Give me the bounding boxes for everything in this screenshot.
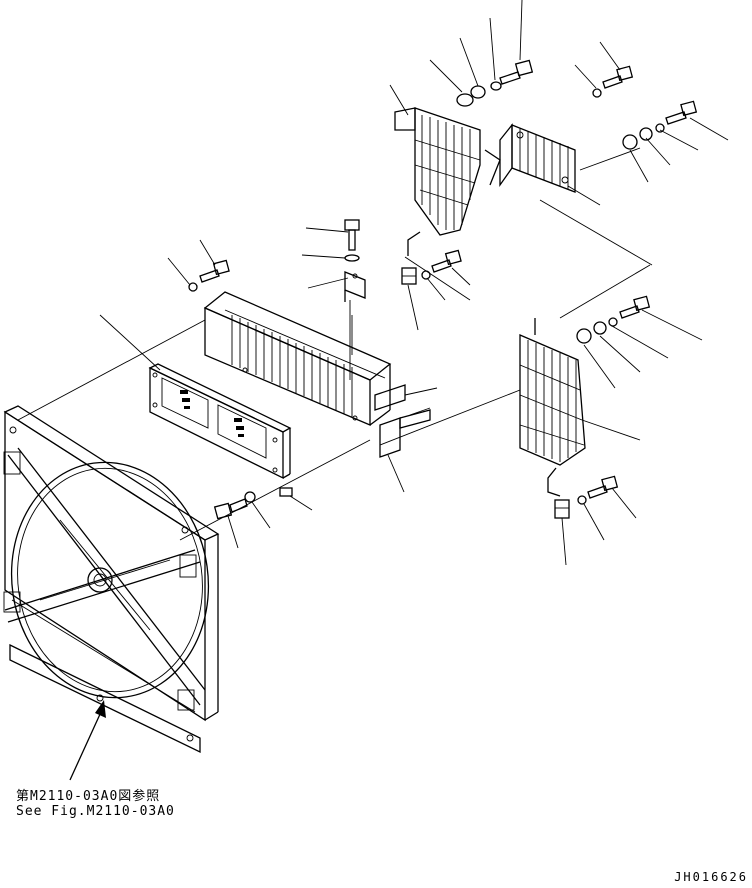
bolt-lower-center [213, 491, 256, 520]
fan-guard-spokes [3, 447, 206, 711]
nut-top-left [456, 85, 486, 107]
mounting-plate [148, 363, 292, 480]
fan-shroud [3, 405, 220, 754]
clip-nut-lower-right [554, 499, 570, 519]
bolt-left-top [188, 259, 230, 292]
upper-bracket [344, 271, 366, 302]
bolt-top-center [499, 59, 534, 85]
reference-arrow [69, 700, 106, 781]
bolt-top-right [602, 65, 634, 89]
upper-right-grille [484, 123, 576, 193]
louvered-casing [203, 291, 392, 426]
washer-top-center [490, 81, 502, 91]
clip-nut-center [401, 267, 417, 285]
bolt-center [421, 249, 462, 280]
upper-left-grille [394, 107, 481, 256]
bolt-right-mid [576, 295, 651, 344]
side-bracket [374, 384, 431, 458]
bolt-upper-right [665, 100, 698, 125]
leader-lines [99, 0, 729, 566]
washer-top-right [592, 88, 602, 98]
drawing-id: JH016626 [674, 870, 748, 884]
right-grille [519, 318, 586, 497]
fan-ring [10, 461, 210, 699]
washer-upper-right [622, 123, 665, 150]
bolt-lower-right [577, 475, 619, 505]
bolt-center-top [344, 219, 360, 262]
pin-lower-center [279, 487, 293, 497]
reference-note-english: See Fig.M2110-03A0 [16, 804, 175, 819]
assembly-lines [17, 199, 653, 541]
reference-note-japanese: 第M2110-03A0図参照 [16, 789, 161, 804]
